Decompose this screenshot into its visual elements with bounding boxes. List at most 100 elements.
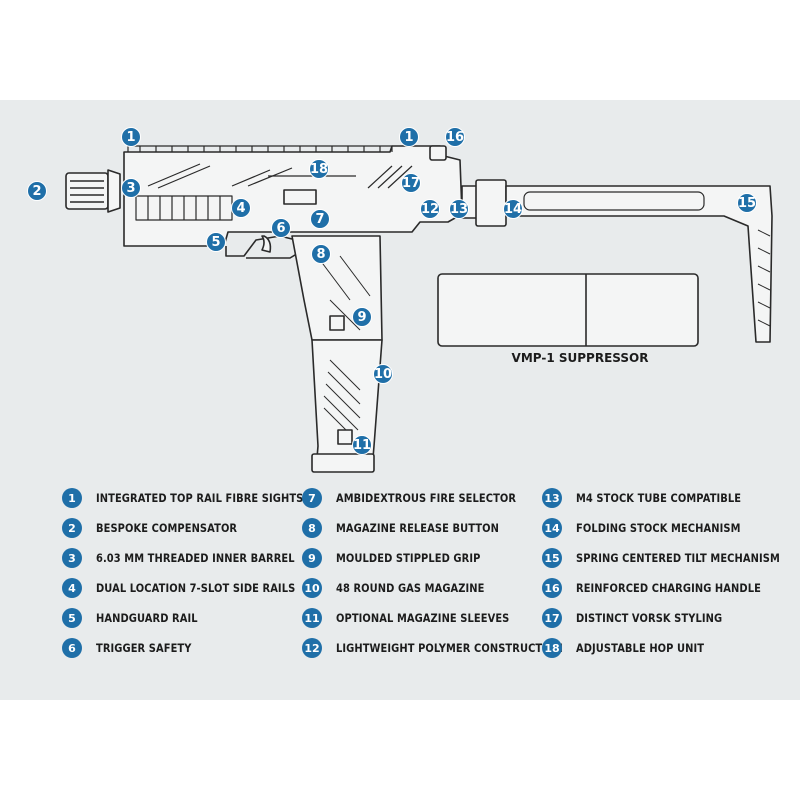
legend-label: FOLDING STOCK MECHANISM bbox=[576, 521, 741, 535]
callout-badge bbox=[449, 199, 469, 219]
callout-number: 18 bbox=[310, 162, 328, 177]
callout-number: 11 bbox=[353, 438, 371, 453]
callout-handguard: 5 bbox=[206, 232, 226, 252]
callout-badge bbox=[401, 173, 421, 193]
legend-item: 2 BESPOKE COMPENSATOR bbox=[62, 517, 260, 539]
legend-item: 10 48 ROUND GAS MAGAZINE bbox=[302, 577, 509, 599]
callout-number: 9 bbox=[357, 310, 366, 325]
callout-badge bbox=[737, 193, 757, 213]
legend-item: 5 HANDGUARD RAIL bbox=[62, 607, 214, 629]
suppressor bbox=[437, 273, 699, 347]
legend-label: M4 STOCK TUBE COMPATIBLE bbox=[576, 491, 742, 505]
callout-badge bbox=[352, 307, 372, 327]
legend-label: MOULDED STIPPLED GRIP bbox=[336, 551, 481, 565]
callout-number: 1 bbox=[126, 130, 135, 145]
callout-number: 12 bbox=[421, 202, 439, 217]
callout-mag-release: 8 bbox=[311, 244, 331, 264]
ejection-port bbox=[283, 189, 317, 205]
callout-number: 3 bbox=[126, 181, 135, 196]
legend-label: DUAL LOCATION 7-SLOT SIDE RAILS bbox=[96, 581, 296, 595]
legend-badge: 9 bbox=[302, 548, 322, 568]
callout-number: 5 bbox=[211, 235, 220, 250]
compensator bbox=[65, 169, 121, 213]
legend-item: 4 DUAL LOCATION 7-SLOT SIDE RAILS bbox=[62, 577, 328, 599]
callout-badge bbox=[121, 178, 141, 198]
legend-item: 16 REINFORCED CHARGING HANDLE bbox=[542, 577, 791, 599]
legend-badge: 12 bbox=[302, 638, 322, 658]
callout-number: 6 bbox=[276, 221, 285, 236]
callout-badge bbox=[503, 199, 523, 219]
legend-badge: 2 bbox=[62, 518, 82, 538]
callout-side-rail: 4 bbox=[231, 198, 251, 218]
callout-magazine: 10 bbox=[373, 364, 393, 384]
callout-number: 8 bbox=[316, 247, 325, 262]
legend-item: 3 6.03 MM THREADED INNER BARREL bbox=[62, 547, 327, 569]
callout-number: 13 bbox=[450, 202, 468, 217]
legend-label: HANDGUARD RAIL bbox=[96, 611, 198, 625]
callout-badge bbox=[231, 198, 251, 218]
legend-label: INTEGRATED TOP RAIL FIBRE SIGHTS bbox=[96, 491, 304, 505]
legend-label: REINFORCED CHARGING HANDLE bbox=[576, 581, 761, 595]
legend-label: 6.03 MM THREADED INNER BARREL bbox=[96, 551, 295, 565]
folding-mechanism bbox=[475, 179, 507, 227]
charging-handle bbox=[429, 145, 447, 161]
callout-badge bbox=[121, 127, 141, 147]
callout-number: 2 bbox=[32, 184, 41, 199]
callout-number: 7 bbox=[315, 212, 324, 227]
legend-badge: 4 bbox=[62, 578, 82, 598]
callout-stock: 15 bbox=[737, 193, 757, 213]
callout-badge bbox=[206, 232, 226, 252]
legend-badge: 6 bbox=[62, 638, 82, 658]
callout-number: 10 bbox=[374, 367, 392, 382]
callout-folding-mechanism: 14 bbox=[503, 199, 523, 219]
legend-label: DISTINCT VORSK STYLING bbox=[576, 611, 723, 625]
callout-badge bbox=[420, 199, 440, 219]
legend-item: 6 TRIGGER SAFETY bbox=[62, 637, 207, 659]
callout-badge bbox=[309, 159, 329, 179]
legend-label: AMBIDEXTROUS FIRE SELECTOR bbox=[336, 491, 517, 505]
callout-badge bbox=[311, 244, 331, 264]
callout-fire-selector: 7 bbox=[310, 209, 330, 229]
legend-item: 1 INTEGRATED TOP RAIL FIBRE SIGHTS bbox=[62, 487, 337, 509]
legend-label: BESPOKE COMPENSATOR bbox=[96, 521, 238, 535]
callout-badge bbox=[373, 364, 393, 384]
suppressor-label: VMP-1 SUPPRESSOR bbox=[512, 351, 649, 365]
callout-receiver: 12 bbox=[420, 199, 440, 219]
legend-item: 9 MOULDED STIPPLED GRIP bbox=[302, 547, 504, 569]
legend-badge: 1 bbox=[62, 488, 82, 508]
legend-item: 12 LIGHTWEIGHT POLYMER CONSTRUCTION bbox=[302, 637, 600, 659]
legend-badge: 3 bbox=[62, 548, 82, 568]
legend-label: LIGHTWEIGHT POLYMER CONSTRUCTION bbox=[336, 641, 563, 655]
callout-badge bbox=[352, 435, 372, 455]
callout-number: 17 bbox=[402, 176, 420, 191]
legend-badge: 8 bbox=[302, 518, 322, 538]
callout-trigger: 6 bbox=[271, 218, 291, 238]
legend-badge: 17 bbox=[542, 608, 562, 628]
callout-compensator: 2 bbox=[27, 181, 47, 201]
legend-label: 48 ROUND GAS MAGAZINE bbox=[336, 581, 485, 595]
legend-item: 17 DISTINCT VORSK STYLING bbox=[542, 607, 746, 629]
top-rail bbox=[127, 145, 393, 152]
callout-charging-handle: 16 bbox=[445, 127, 465, 147]
callout-stock-tube: 13 bbox=[449, 199, 469, 219]
callout-badge bbox=[310, 209, 330, 229]
legend-label: SPRING CENTERED TILT MECHANISM bbox=[576, 551, 780, 565]
legend-label: TRIGGER SAFETY bbox=[96, 641, 192, 655]
legend-badge: 11 bbox=[302, 608, 322, 628]
callout-mag-sleeve: 11 bbox=[352, 435, 372, 455]
legend-badge: 16 bbox=[542, 578, 562, 598]
legend-item: 14 FOLDING STOCK MECHANISM bbox=[542, 517, 767, 539]
legend-badge: 10 bbox=[302, 578, 322, 598]
callout-number: 4 bbox=[236, 201, 245, 216]
callout-rear-sight: 1 bbox=[399, 127, 419, 147]
callout-number: 1 bbox=[404, 130, 413, 145]
vorsk-logo bbox=[329, 315, 345, 331]
legend-badge: 14 bbox=[542, 518, 562, 538]
callout-grip: 9 bbox=[352, 307, 372, 327]
legend-badge: 5 bbox=[62, 608, 82, 628]
